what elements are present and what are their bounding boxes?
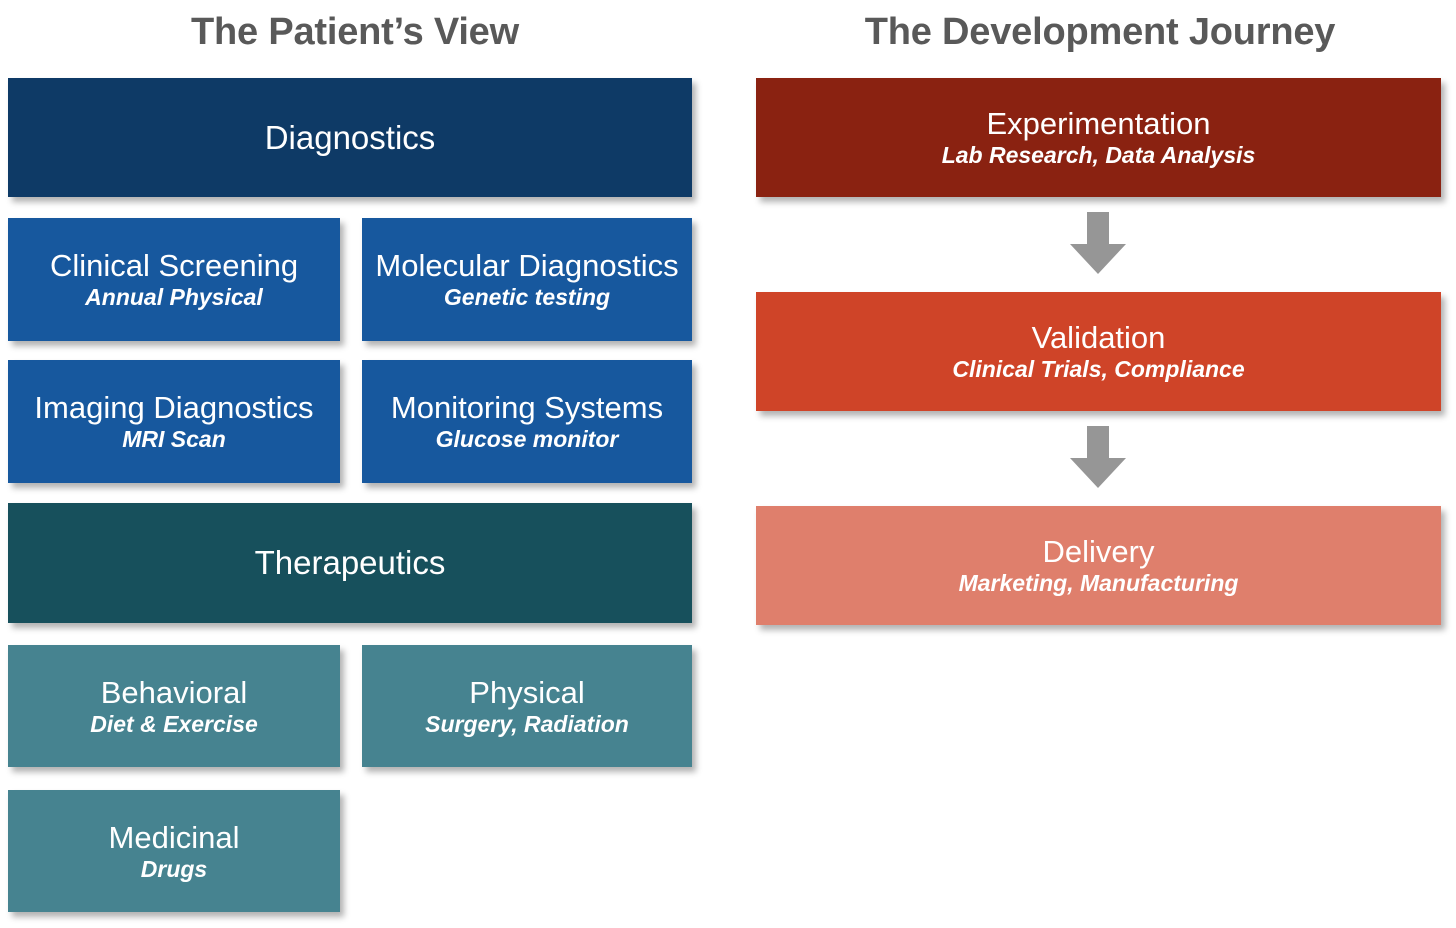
box-behavioral[interactable]: Behavioral Diet & Exercise (8, 645, 340, 767)
box-physical-sublabel: Surgery, Radiation (425, 710, 629, 737)
box-behavioral-sublabel: Diet & Exercise (90, 710, 258, 737)
box-experimentation[interactable]: Experimentation Lab Research, Data Analy… (756, 78, 1441, 197)
box-medicinal[interactable]: Medicinal Drugs (8, 790, 340, 912)
box-delivery-sublabel: Marketing, Manufacturing (958, 570, 1239, 596)
box-therapeutics[interactable]: Therapeutics (8, 503, 692, 623)
box-imaging-diagnostics-label: Imaging Diagnostics (34, 390, 314, 425)
column-title-patients-view: The Patient’s View (191, 11, 519, 53)
box-medicinal-label: Medicinal (108, 819, 240, 855)
box-imaging-diagnostics[interactable]: Imaging Diagnostics MRI Scan (8, 360, 340, 483)
box-therapeutics-label: Therapeutics (254, 544, 446, 581)
box-validation[interactable]: Validation Clinical Trials, Compliance (756, 292, 1441, 411)
box-imaging-diagnostics-sublabel: MRI Scan (122, 426, 226, 452)
box-validation-label: Validation (1031, 320, 1166, 355)
box-delivery-label: Delivery (1042, 534, 1155, 569)
box-experimentation-sublabel: Lab Research, Data Analysis (941, 142, 1256, 168)
box-clinical-screening-sublabel: Annual Physical (85, 284, 263, 310)
box-diagnostics-label: Diagnostics (264, 118, 436, 156)
box-behavioral-label: Behavioral (100, 674, 248, 710)
box-monitoring-systems-sublabel: Glucose monitor (435, 426, 619, 452)
box-validation-sublabel: Clinical Trials, Compliance (952, 356, 1245, 382)
box-molecular-diagnostics[interactable]: Molecular Diagnostics Genetic testing (362, 218, 692, 341)
box-physical-label: Physical (469, 674, 585, 710)
box-medicinal-sublabel: Drugs (140, 855, 208, 882)
column-title-development-journey: The Development Journey (864, 11, 1336, 53)
arrow-down-icon (1070, 426, 1126, 488)
arrow-down-icon (1070, 212, 1126, 274)
box-clinical-screening[interactable]: Clinical Screening Annual Physical (8, 218, 340, 341)
box-clinical-screening-label: Clinical Screening (49, 248, 299, 283)
box-diagnostics[interactable]: Diagnostics (8, 78, 692, 197)
box-physical[interactable]: Physical Surgery, Radiation (362, 645, 692, 767)
box-molecular-diagnostics-label: Molecular Diagnostics (375, 248, 679, 283)
box-monitoring-systems[interactable]: Monitoring Systems Glucose monitor (362, 360, 692, 483)
box-monitoring-systems-label: Monitoring Systems (390, 390, 664, 425)
box-experimentation-label: Experimentation (986, 106, 1211, 141)
box-delivery[interactable]: Delivery Marketing, Manufacturing (756, 506, 1441, 625)
box-molecular-diagnostics-sublabel: Genetic testing (443, 284, 611, 310)
